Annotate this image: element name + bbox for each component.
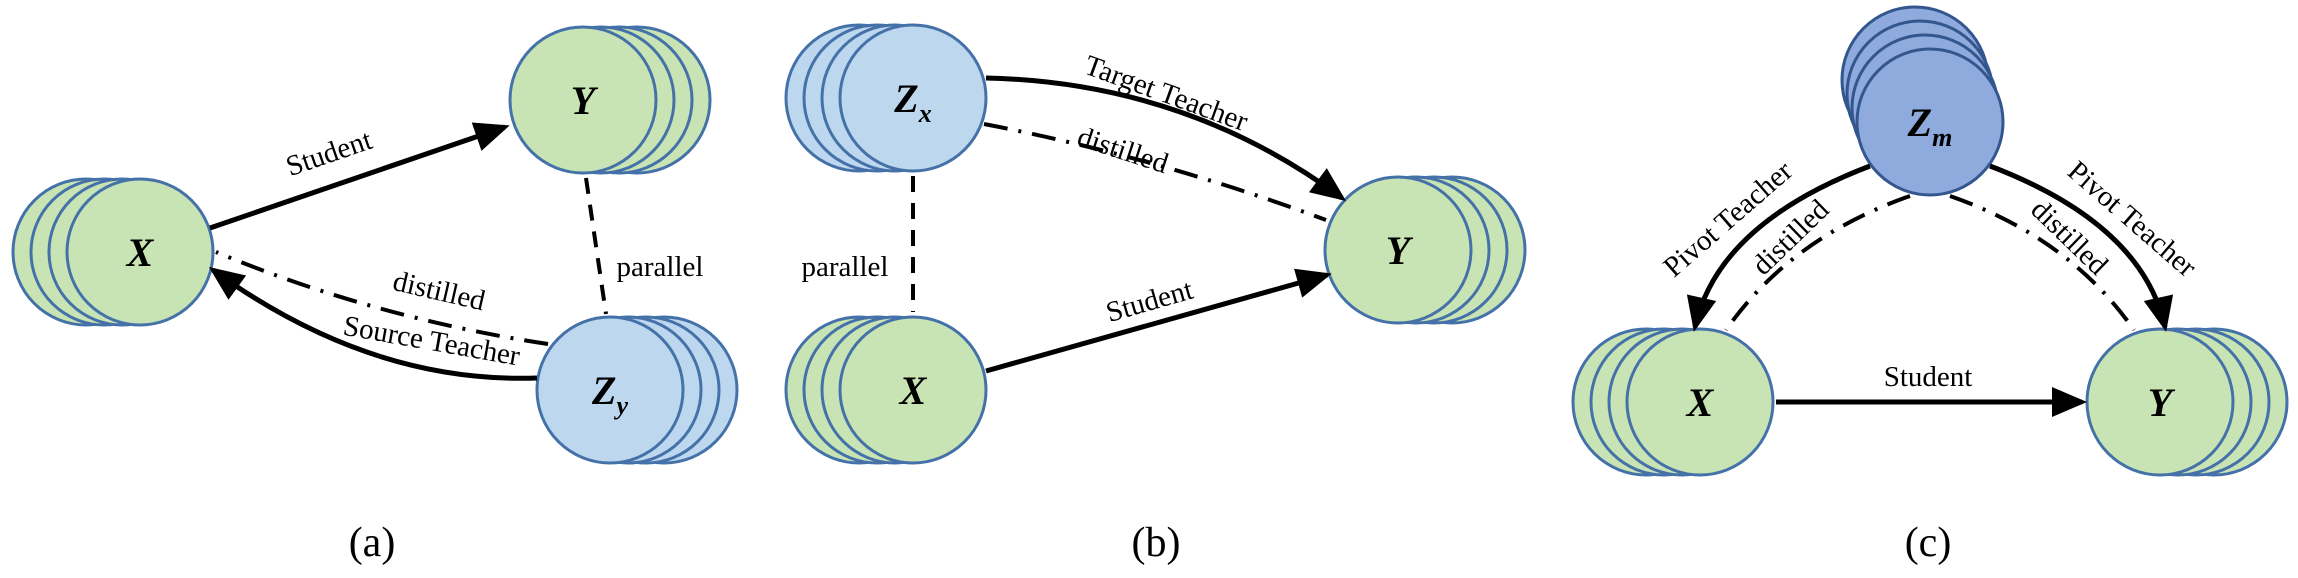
node-x-c: X [1571, 327, 1775, 477]
source-teacher-arrow [208, 267, 538, 381]
distilled-left-line [1724, 194, 1911, 332]
pivot-teacher-right-arrow [1989, 163, 2174, 332]
node-circle [1855, 47, 2005, 197]
node-circle [1323, 175, 1473, 325]
pivot-teacher-left-arrow [1686, 163, 1871, 332]
node-zx-label: Zx [893, 76, 931, 128]
panel-c-caption: (c) [1905, 520, 1952, 566]
node-circle [535, 315, 685, 465]
node-x-label: X [898, 368, 928, 413]
panel-b-caption: (b) [1132, 520, 1181, 566]
parallel-line [584, 177, 608, 315]
distilled-right-line [1949, 194, 2136, 332]
panel-c: Zm X Y Pivot Te [1571, 5, 2289, 566]
student-label: Student [1884, 361, 1973, 393]
node-x-label: X [1685, 380, 1715, 425]
parallel-label: parallel [617, 251, 704, 283]
parallel-label: parallel [802, 251, 889, 283]
node-y-label: Y [1386, 228, 1414, 273]
node-zy-label: Zy [591, 368, 628, 420]
distilled-line [983, 122, 1327, 222]
node-circle [508, 25, 658, 175]
student-arrow [209, 122, 510, 231]
distilled-label: distilled [390, 265, 489, 317]
node-x-b: X [784, 315, 988, 465]
node-y-c: Y [2085, 327, 2289, 477]
node-y-b: Y [1323, 175, 1527, 325]
node-circle [838, 315, 988, 465]
node-y-label: Y [571, 78, 599, 123]
node-zx-b: Zx [784, 23, 988, 173]
distilled-line [215, 250, 549, 346]
node-x-a: X [11, 177, 215, 327]
student-arrow [985, 268, 1332, 374]
target-teacher-arrow [985, 75, 1347, 201]
node-y-a: Y [508, 25, 712, 175]
node-zm-label: Zm [1907, 100, 1953, 152]
distilled-label: distilled [1073, 121, 1172, 180]
panel-a-caption: (a) [349, 520, 396, 566]
student-label: Student [1103, 274, 1197, 329]
node-zy-a: Zy [535, 315, 739, 465]
source-teacher-label: Source Teacher [341, 310, 523, 373]
node-x-label: X [125, 230, 155, 275]
node-y-label: Y [2148, 380, 2176, 425]
node-circle [65, 177, 215, 327]
node-zm-c: Zm [1840, 5, 2005, 197]
node-circle [838, 23, 988, 173]
panel-b: Zx X Y Target Teache [784, 23, 1527, 566]
panel-a: X Y Zy Student d [11, 25, 739, 566]
